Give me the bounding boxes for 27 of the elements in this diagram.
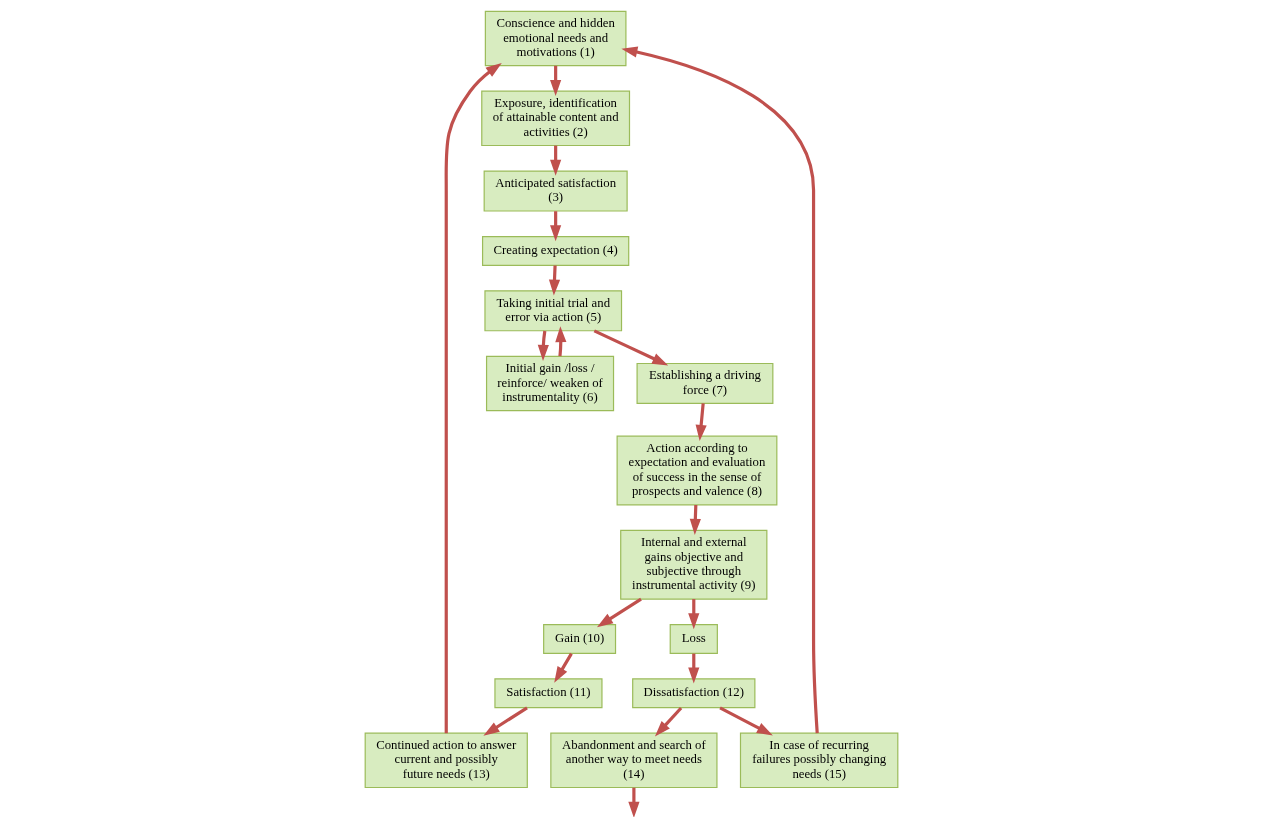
arrow — [537, 330, 549, 361]
node-box: Dissatisfaction (12) — [632, 678, 756, 709]
node-box: Establishing a driving force (7) — [636, 362, 774, 405]
arrow — [444, 62, 502, 734]
node-box: Conscience and hidden emotional needs and motivations (1) — [484, 10, 627, 67]
arrow — [654, 706, 683, 737]
arrow — [695, 403, 707, 441]
node-box: Exposure, identification of attainable content and activities (2) — [481, 90, 631, 147]
arrow — [555, 326, 567, 357]
node-box: Gain (10) — [543, 624, 617, 654]
node-box: Satisfaction (11) — [494, 678, 603, 709]
node-box: Anticipated satisfaction (3) — [483, 170, 628, 212]
node-box: Abandonment and search of another way to meet needs (14) — [550, 732, 718, 789]
arrow — [554, 652, 573, 683]
arrow — [483, 706, 528, 736]
arrow — [719, 706, 773, 736]
node-box: Creating expectation (4) — [481, 235, 630, 266]
node-box: Action according to expectation and evaluation of success in the sense of prospects and valence (8) — [616, 435, 778, 506]
node-box: In case of recurring failures possibly changing needs (15) — [739, 732, 899, 789]
node-box: Initial gain /loss / reinforce/ weaken of instrumentality (6) — [485, 355, 615, 412]
node-box: Internal and external gains objective and subjective through instrumental activity (9) — [620, 529, 768, 600]
node-box: Loss — [669, 624, 718, 654]
arrow — [593, 329, 669, 366]
arrow — [548, 265, 561, 296]
node-box: Taking initial trial and error via action (5) — [484, 290, 623, 332]
arrow — [596, 597, 642, 628]
node-box: Continued action to answer current and possibly future needs (13) — [364, 732, 528, 789]
